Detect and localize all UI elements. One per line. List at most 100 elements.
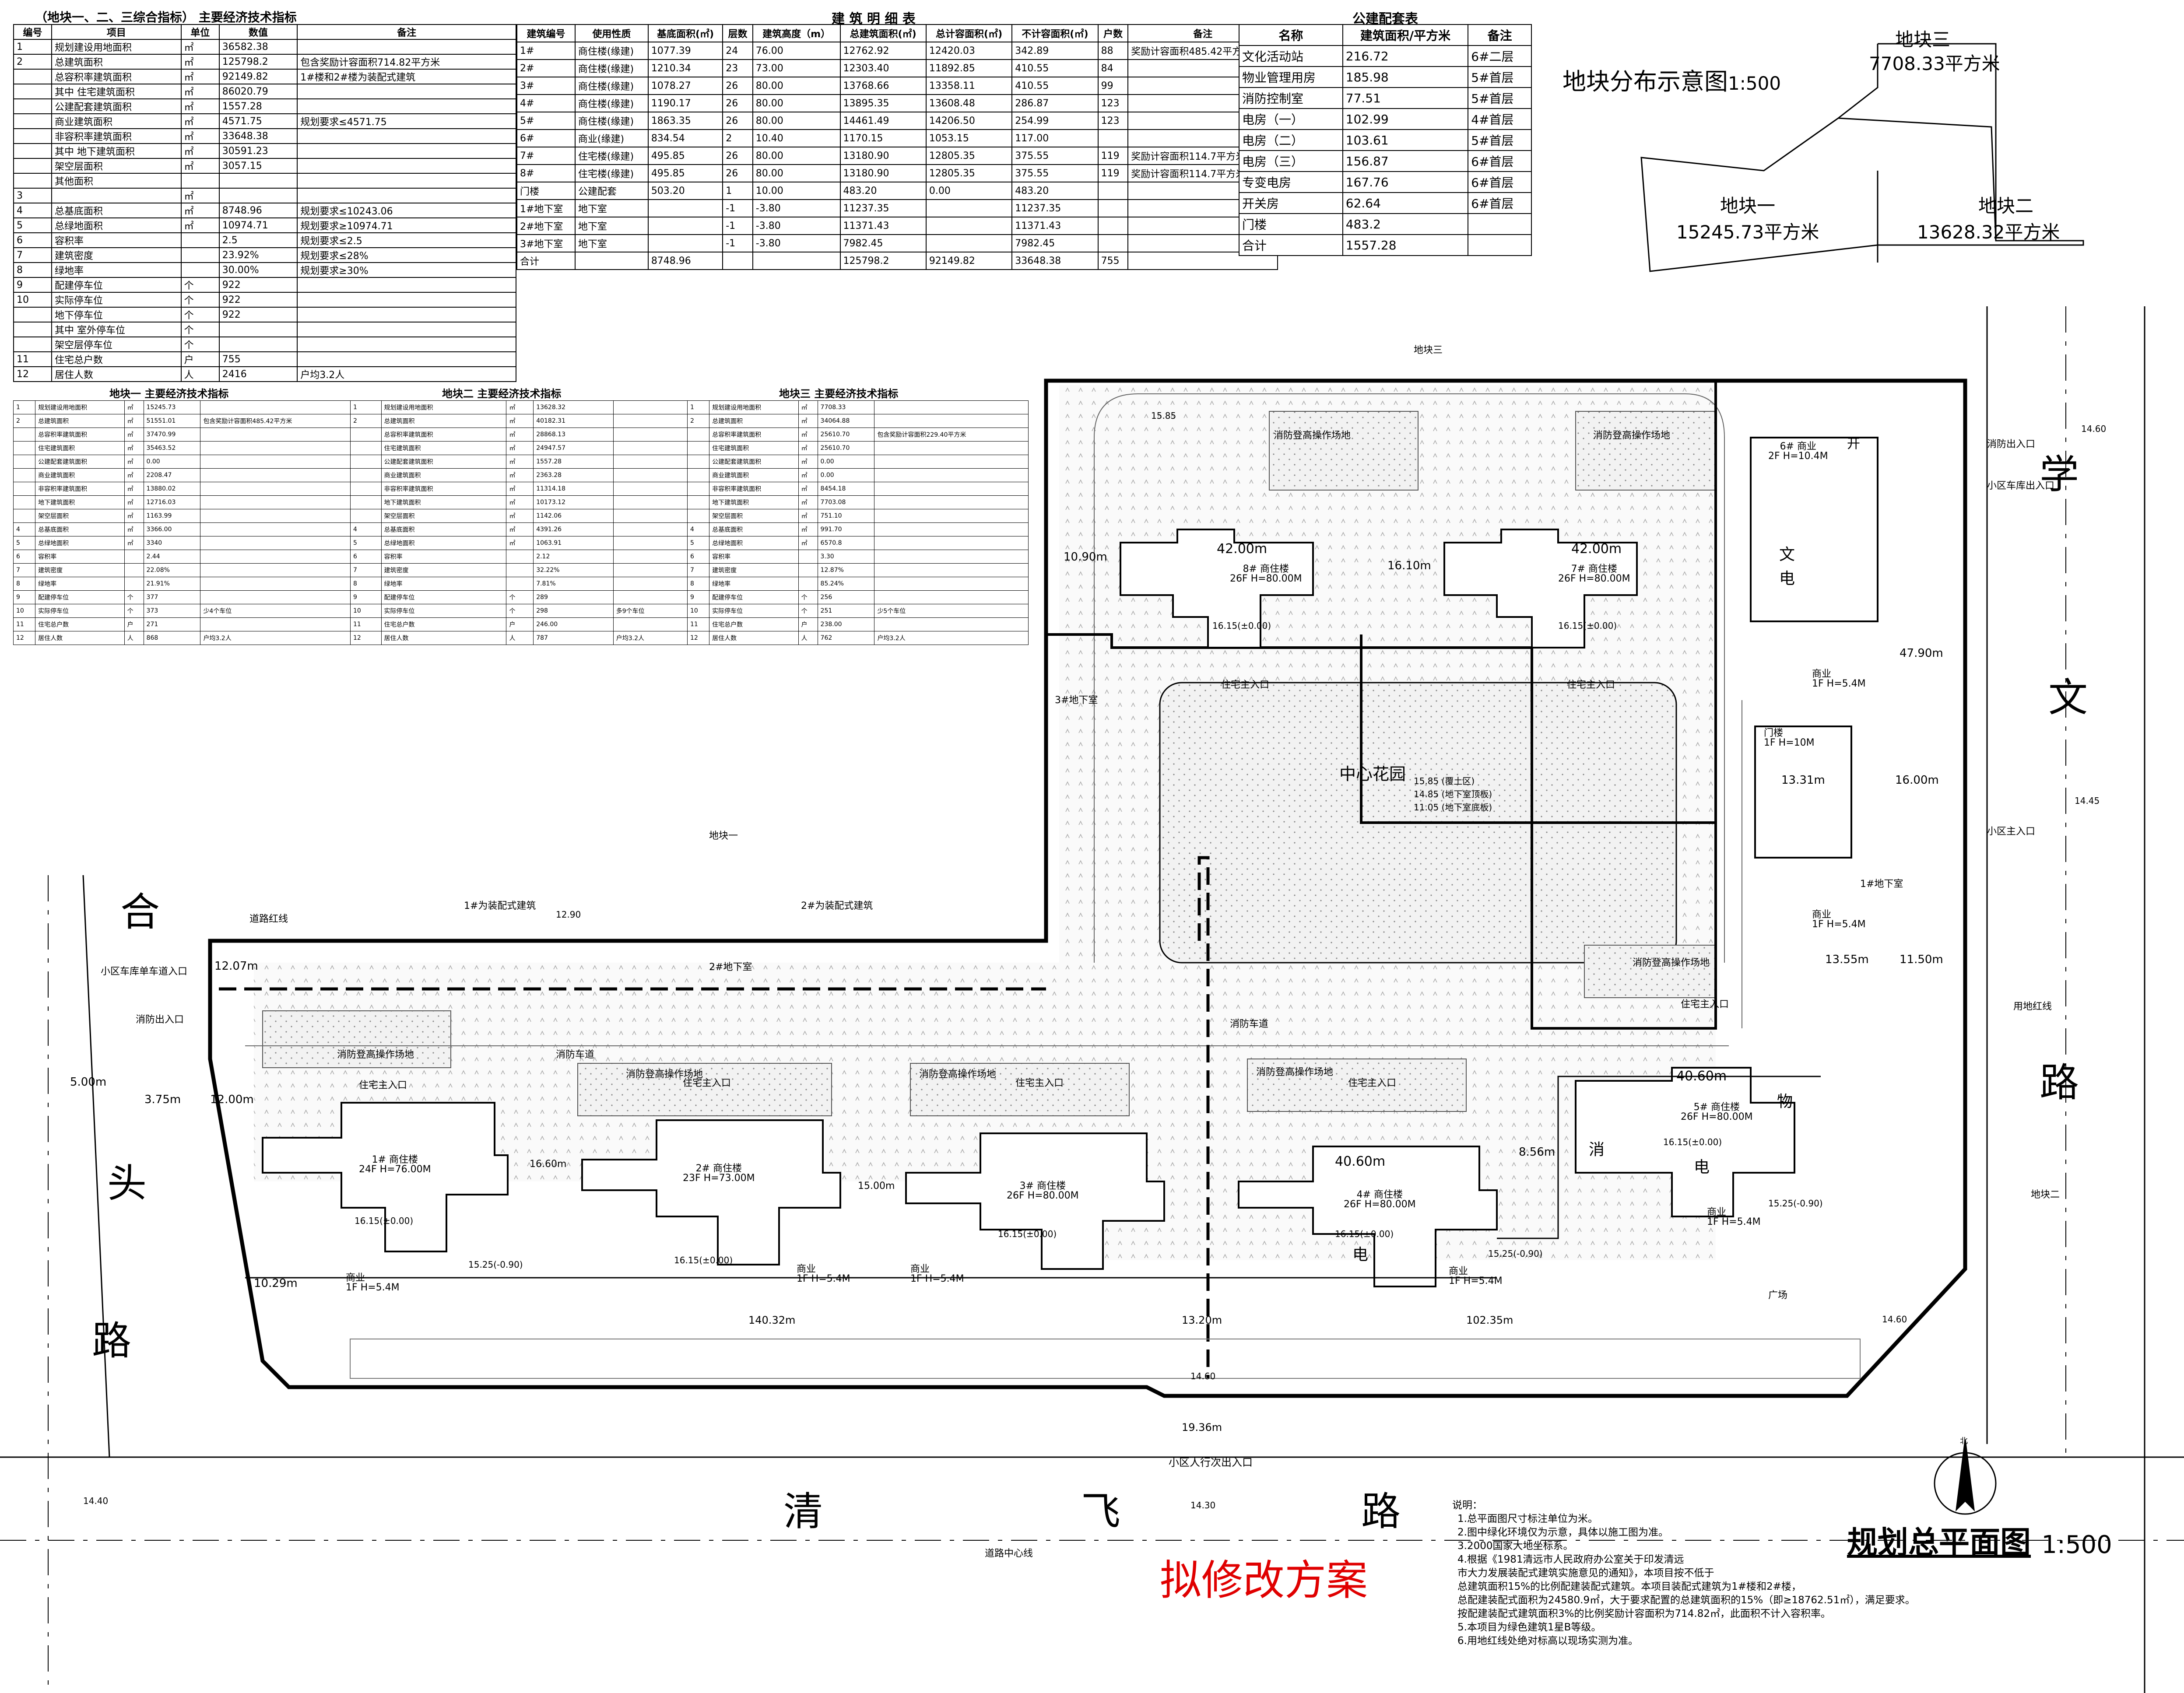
- elev-16-15-2: 16.15(±0.00): [674, 1255, 733, 1265]
- dim-16-60: 10.29m: [254, 1277, 298, 1290]
- parcel3-cell: [874, 509, 1029, 523]
- dim-102: 102.35m: [1466, 1314, 1513, 1326]
- parcel1-cell: 个: [124, 604, 144, 618]
- building-schedule-header-cell: 使用性质: [574, 24, 649, 42]
- main-indicator-cell: ㎡: [180, 188, 220, 203]
- building-schedule-cell: 商业(缘建): [574, 129, 649, 147]
- building-4-spec: 26F H=80.00M: [1344, 1199, 1416, 1210]
- parcel2-cell: 公建配套建筑面积: [381, 455, 507, 469]
- building-schedule-cell: 公建配套: [574, 182, 649, 200]
- parcel1-cell: 51551.01: [143, 414, 201, 428]
- main-indicator-cell: 人: [180, 366, 220, 382]
- main-indicator-header-cell: 数值: [218, 24, 298, 40]
- building-4-label: 4# 商住楼 26F H=80.00M: [1344, 1190, 1416, 1209]
- parcel1-cell: [200, 400, 355, 414]
- public-facility-cell: 77.51: [1342, 87, 1469, 109]
- parcel3-cell: 238.00: [817, 617, 875, 631]
- parcel2-cell: 实际停车位: [381, 604, 507, 618]
- building-schedule-cell: 地下室: [574, 234, 649, 252]
- parcel3-caption: 地块三 主要经济技术指标: [779, 388, 899, 400]
- main-indicator-cell: 个: [180, 292, 220, 308]
- public-facility-cell: 消防控制室: [1239, 87, 1343, 109]
- parcel2-cell: [350, 455, 382, 469]
- building-schedule-cell: 73.00: [752, 59, 841, 77]
- parcel2-cell: ㎡: [506, 536, 534, 550]
- main-indicator-cell: ㎡: [180, 217, 220, 233]
- note-line-10: 6.用地红线处绝对标高以现场实测为准。: [1457, 1635, 1638, 1647]
- building-schedule-cell: 117.00: [1011, 129, 1099, 147]
- main-indicator-cell: 1: [13, 39, 53, 55]
- main-indicator-cell: [297, 158, 516, 174]
- design-notes: 说明： 1.总平面图尺寸标注单位为米。 2.图中绿化环境仅为示意，具体以施工图为…: [1452, 1499, 1915, 1648]
- elev-14-40: 14.40: [83, 1496, 109, 1506]
- parcel2-cell: [613, 522, 692, 536]
- main-indicator-cell: 36582.38: [218, 39, 298, 55]
- building-schedule-header-cell: 不计容面积(㎡): [1011, 24, 1099, 42]
- building-schedule-cell: [1097, 234, 1129, 252]
- building-schedule-header-cell: 基底面积(㎡): [647, 24, 723, 42]
- building-schedule-header-cell: 建筑高度（m）: [752, 24, 841, 42]
- main-indicator-cell: 其中 住宅建筑面积: [51, 84, 182, 99]
- main-indicator-cell: [13, 173, 53, 189]
- building-schedule-cell: 26: [722, 77, 753, 95]
- main-indicator-cell: [13, 322, 53, 337]
- parcel1-cell: [200, 468, 355, 482]
- public-facility-cell: [1468, 213, 1532, 235]
- building-schedule-cell: 125798.2: [839, 252, 927, 270]
- dim-42-7: 42.00m: [1571, 541, 1622, 557]
- parcel2-cell: [506, 550, 534, 564]
- inset-parcel3-name: 地块三: [1895, 29, 1951, 50]
- parcel2-cell: 建筑密度: [381, 563, 507, 577]
- dim-16-00: 13.31m: [1781, 774, 1825, 787]
- building-schedule-cell: 3#: [516, 77, 576, 95]
- main-indicator-cell: [297, 128, 516, 144]
- parcel1-cell: [200, 509, 355, 523]
- road-xuewen-3: 路: [2040, 1060, 2079, 1106]
- public-facility-cell: 电房（二）: [1239, 129, 1343, 151]
- parcel1-cell: 15245.73: [143, 400, 201, 414]
- building-schedule-cell: 755: [1097, 252, 1129, 270]
- parcel3-cell: ㎡: [798, 400, 818, 414]
- parcel1-cell: 少4个车位: [200, 604, 355, 618]
- main-indicator-cell: [297, 277, 516, 293]
- note-line-2: 2.图中绿化环境仅为示意，具体以施工图为准。: [1457, 1527, 1668, 1539]
- main-indicator-cell: [13, 128, 53, 144]
- building-schedule-cell: 1077.39: [647, 42, 723, 60]
- parking-rows: [350, 1339, 1861, 1379]
- parcel2-cell: 商业建筑面积: [381, 468, 507, 482]
- building-7-id: 7#: [1571, 564, 1585, 575]
- parcel2-cell: 配建停车位: [381, 590, 507, 604]
- parcel1-cell: 总绿地面积: [35, 536, 125, 550]
- ped-entrance-label: 小区人行次出入口: [1169, 1456, 1253, 1469]
- main-indicator-cell: ㎡: [180, 203, 220, 218]
- building-schedule-cell: 26: [722, 94, 753, 112]
- glyph-power-4: 电: [1352, 1246, 1369, 1264]
- parcel1-cell: 总容积率建筑面积: [35, 428, 125, 442]
- main-indicator-cell: 30591.23: [218, 143, 298, 159]
- building-footprints: [262, 437, 1879, 1287]
- building-schedule-cell: 住宅楼(缘建): [574, 164, 649, 182]
- parcel3-cell: 个: [798, 590, 818, 604]
- parcel1-cell: [124, 577, 144, 591]
- main-indicator-cell: 1#楼和2#楼为装配式建筑: [297, 69, 516, 84]
- building-schedule-cell: 84: [1097, 59, 1129, 77]
- building-schedule-cell: 10.40: [752, 129, 841, 147]
- basement3-label: 3#地下室: [1055, 695, 1098, 706]
- building-schedule-cell: 375.55: [1011, 147, 1099, 165]
- main-indicator-cell: 9: [13, 277, 53, 293]
- dim-11-50: 13.55m: [1825, 953, 1869, 966]
- building-3-id: 3#: [1019, 1181, 1034, 1192]
- parcel3-cell: ㎡: [798, 482, 818, 496]
- main-indicator-cell: [13, 143, 53, 159]
- dim-19: 19.36m: [1182, 1421, 1222, 1434]
- parcel1-cell: 规划建设用地面积: [35, 400, 125, 414]
- main-indicator-cell: 11: [13, 351, 53, 367]
